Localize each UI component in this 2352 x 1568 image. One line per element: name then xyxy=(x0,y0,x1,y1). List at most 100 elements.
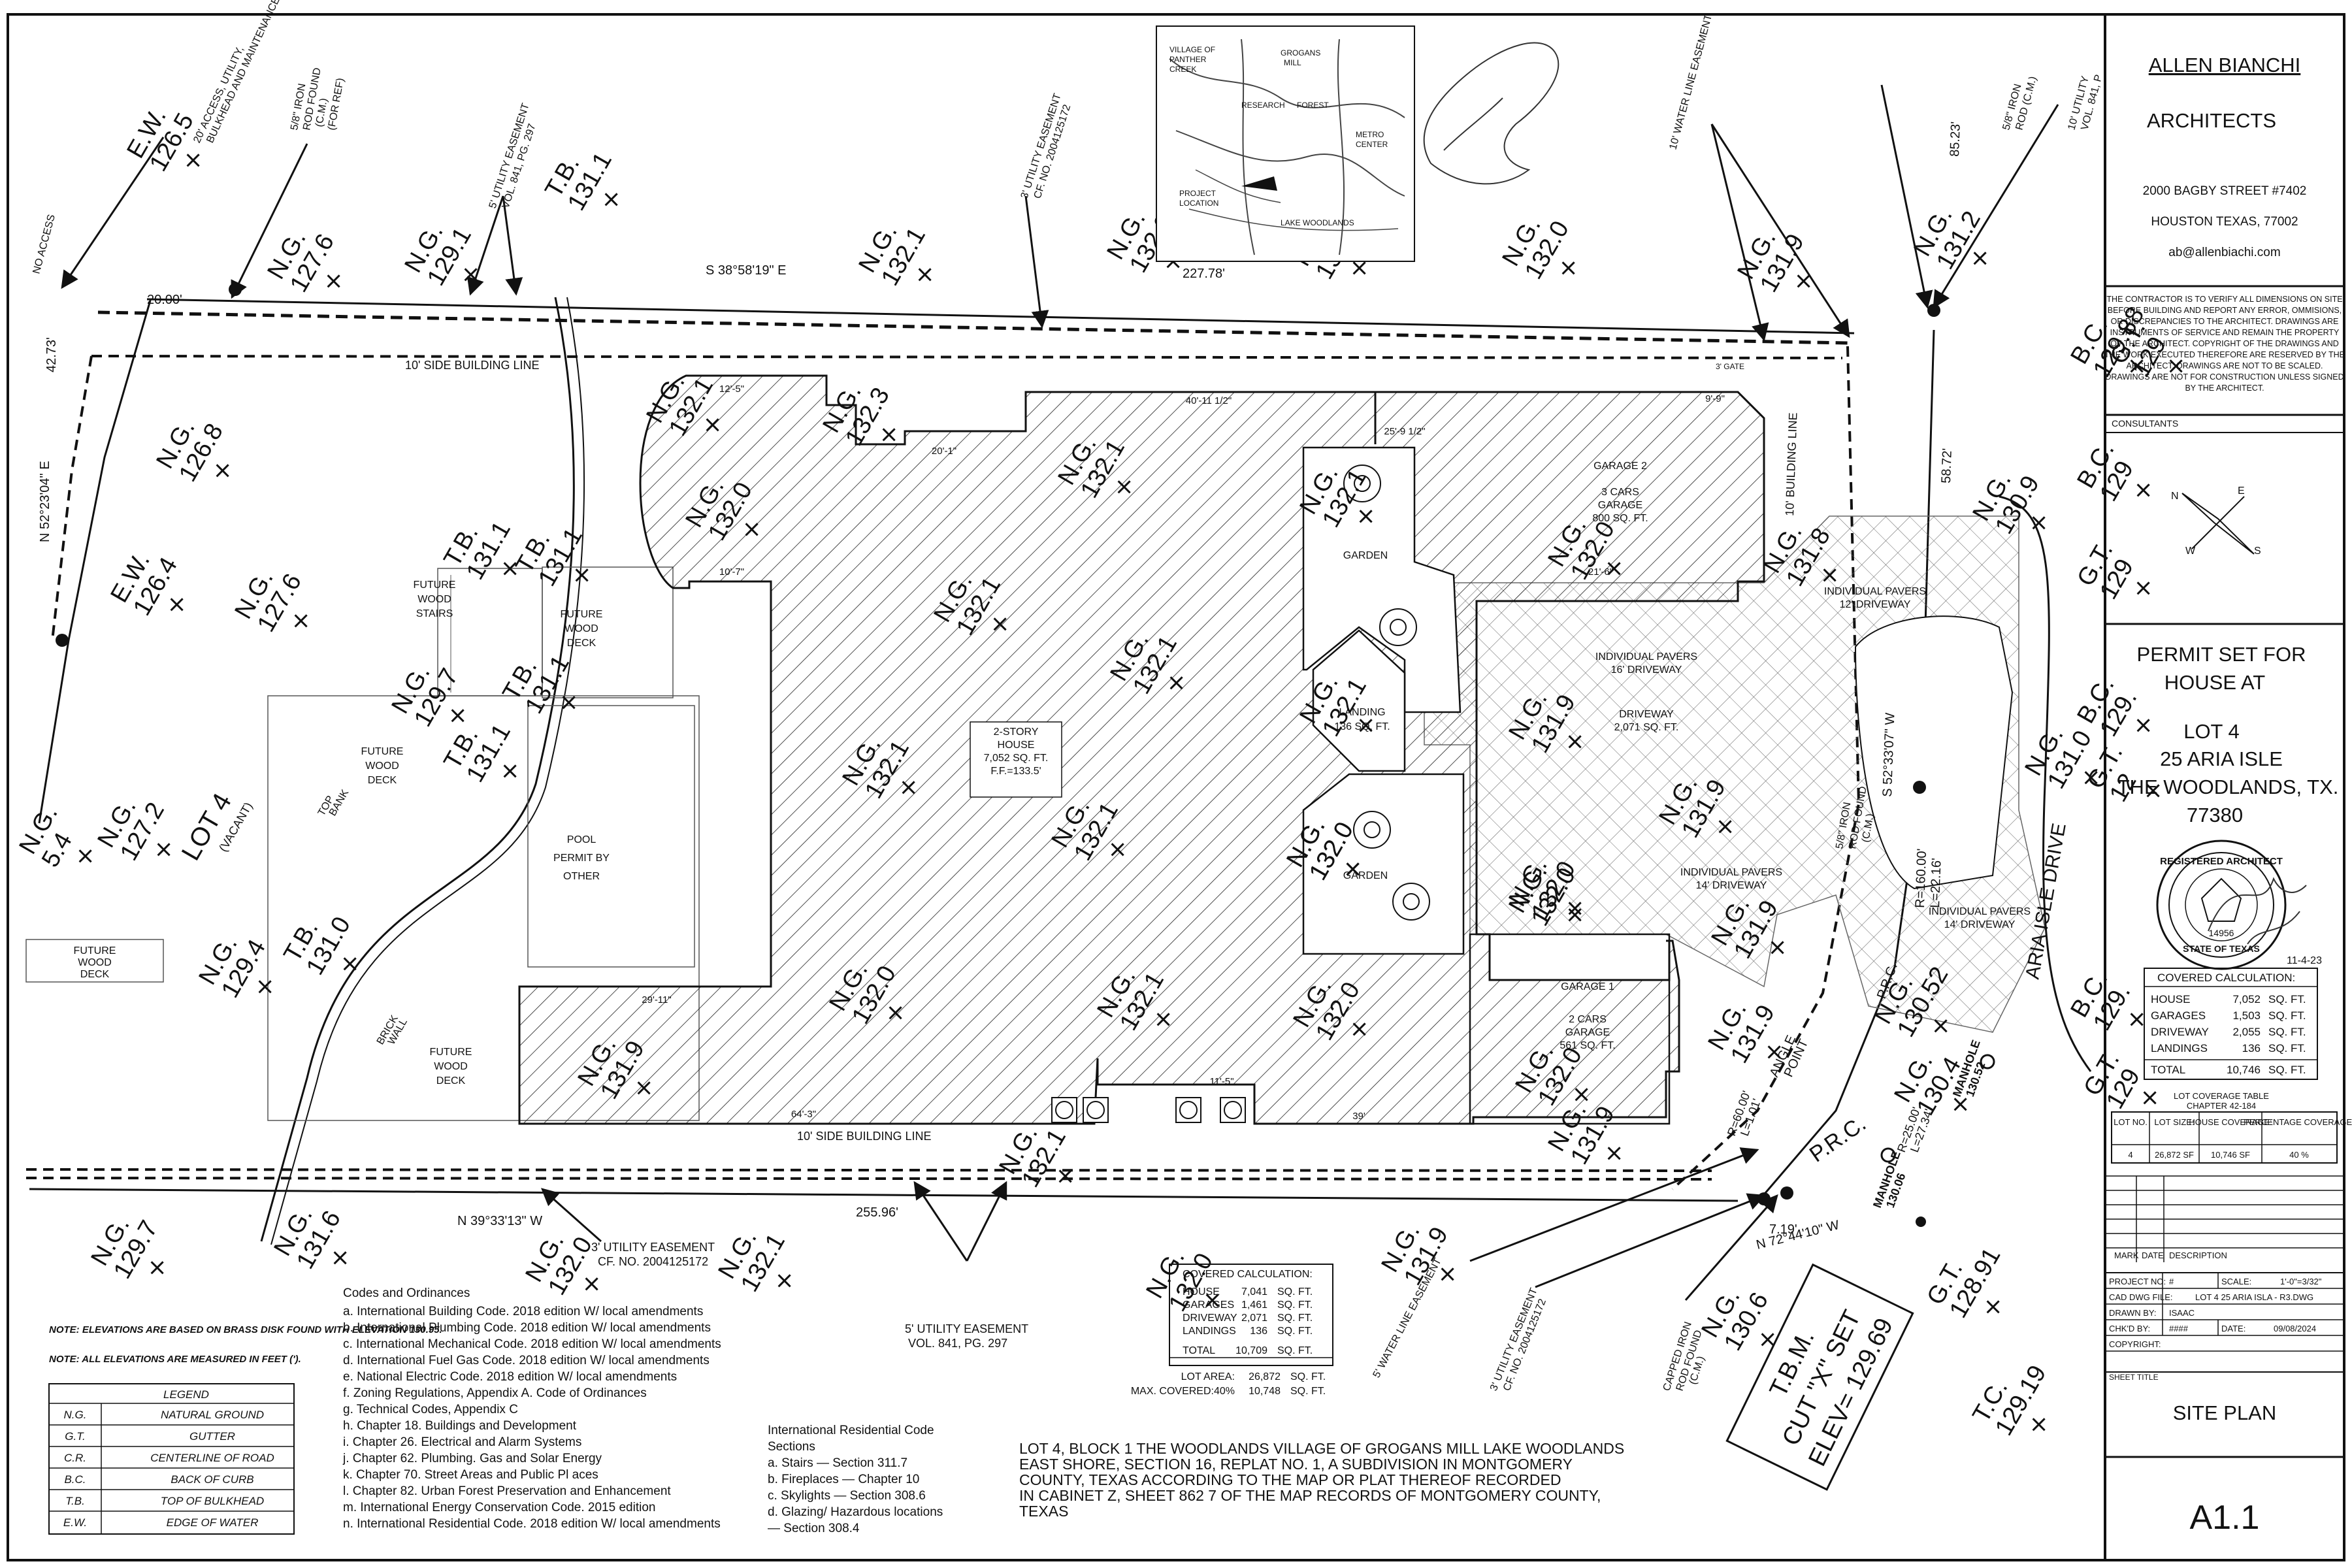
subdivision-key-map xyxy=(1423,42,1560,185)
vicinity-map-frame xyxy=(1156,25,1415,262)
lc-v1: 4 xyxy=(2128,1150,2132,1160)
pool-label-1: POOL xyxy=(567,834,596,845)
future-deck-left xyxy=(25,939,164,983)
deck1-label-3: DECK xyxy=(567,638,596,649)
spot-cross-icon xyxy=(1117,480,1131,494)
curve1-l: L=22.16' xyxy=(1928,858,1944,908)
code-item: f. Zoning Regulations, Appendix A. Code … xyxy=(343,1386,647,1400)
permit-line-2: HOUSE AT xyxy=(2164,671,2266,694)
top-bank-curve-2 xyxy=(270,297,585,1245)
garage1-label-1: GARAGE 1 xyxy=(1561,981,1614,992)
spot-cross-icon xyxy=(2084,771,2098,785)
driveway-label-3: DRIVEWAY xyxy=(1619,709,1674,720)
house-label-1: 2-STORY xyxy=(994,727,1039,738)
revision-grid xyxy=(2105,1175,2344,1262)
spot-cross-icon xyxy=(575,568,589,582)
vicinity-label-12: LAKE WOODLANDS xyxy=(1281,218,1354,227)
garage2-label-3: GARAGE xyxy=(1598,500,1642,511)
prc-1: P.R.C. xyxy=(1805,1111,1870,1168)
legal-line: TEXAS xyxy=(1019,1503,1068,1520)
garden-bottom xyxy=(1302,773,1465,955)
spot-cross-icon xyxy=(993,617,1007,631)
firm-email[interactable]: ab@allenbiachi.com xyxy=(2168,246,2280,259)
covered-label: LANDINGS xyxy=(2151,1042,2208,1054)
disclaimer-line: OF THE ARCHITECT. COPYRIGHT OF THE DRAWI… xyxy=(2110,339,2339,348)
title-block: ALLEN BIANCHI ARCHITECTS 2000 BAGBY STRE… xyxy=(2104,54,2352,1537)
pi-drawn: ISAAC xyxy=(2169,1308,2195,1318)
sheet-title: SITE PLAN xyxy=(2173,1401,2277,1424)
spot-cross-icon xyxy=(1568,735,1582,749)
irc-block: International Residential Code Sectionsa… xyxy=(768,1424,943,1535)
spot-cross-icon xyxy=(918,268,932,282)
spot-cross-icon xyxy=(1169,676,1183,690)
room-labels: 2-STORY HOUSE 7,052 SQ. FT. F.F.=133.5' … xyxy=(74,362,2031,1086)
deck1-label-1: FUTURE xyxy=(561,609,603,620)
house-label-box xyxy=(970,721,1062,798)
dist-right: 58.72' xyxy=(1939,448,1955,484)
spot-cross-icon xyxy=(1575,1088,1588,1102)
lot-coverage-frame xyxy=(2111,1111,2338,1164)
dim-11: 12'-5" xyxy=(719,384,744,395)
spot-cross-icon xyxy=(1352,1022,1366,1036)
site-calc-unit: SQ. FT. xyxy=(1277,1299,1313,1311)
spot-cross-icon xyxy=(343,957,357,971)
irc-item: — Section 308.4 xyxy=(768,1522,860,1535)
elevation-spot: N.G.127.2 xyxy=(92,794,171,866)
pi-project: # xyxy=(2169,1277,2174,1286)
garden-top-label: GARDEN xyxy=(1343,550,1388,561)
spot-cross-icon xyxy=(258,980,272,994)
legend-frame xyxy=(48,1383,295,1535)
spot-cross-icon xyxy=(186,154,200,167)
spot-cross-icon xyxy=(902,781,915,794)
disclaimer-line: INSTRUMENTS OF SERVICE AND REMAIN THE PR… xyxy=(2110,328,2340,337)
pavers12-2: 12' DRIVEWAY xyxy=(1840,599,1911,610)
code-item: k. Chapter 70. Street Areas and Public P… xyxy=(343,1468,598,1482)
spot-cross-icon xyxy=(1718,820,1732,834)
dim-4: 29'-11" xyxy=(642,994,671,1005)
notes-block: NOTE: ELEVATIONS ARE BASED ON BRASS DISK… xyxy=(49,1324,442,1365)
landing-label-2: 136 SQ. FT. xyxy=(1334,721,1390,732)
spot-cross-icon xyxy=(1568,908,1582,922)
site-calc-label: LANDINGS xyxy=(1183,1326,1236,1337)
elevation-spot: N.G.127.6 xyxy=(229,566,308,637)
spot-cross-icon xyxy=(1561,261,1575,275)
elevation-spot: E.W.126.4 xyxy=(105,548,184,621)
vicinity-label-4: GROGANS xyxy=(1281,48,1320,57)
codes-title: Codes and Ordinances xyxy=(343,1286,470,1300)
pool xyxy=(527,705,695,968)
site-calc-value: 136 xyxy=(1250,1326,1267,1337)
irc-item: a. Stairs — Section 311.7 xyxy=(768,1456,907,1470)
site-lot-area-label: LOT AREA: xyxy=(1181,1371,1235,1382)
spot-cross-icon xyxy=(2136,581,2150,595)
gate-label: 3' GATE xyxy=(1716,362,1744,371)
spot-cross-icon xyxy=(1346,862,1360,876)
legend-desc: TOP OF BULKHEAD xyxy=(161,1495,264,1507)
spot-cross-icon xyxy=(1973,252,1987,265)
seal-top: REGISTERED ARCHITECT xyxy=(2160,856,2283,867)
driveway-label-4: 2,071 SQ. FT. xyxy=(1614,722,1679,733)
spot-cross-icon xyxy=(604,193,618,206)
vicinity-label-6: FOREST xyxy=(1297,101,1329,110)
site-lot-area-val: 26,872 xyxy=(1249,1371,1281,1382)
spot-cross-icon xyxy=(2130,1013,2144,1026)
spot-cross-icon xyxy=(562,696,576,710)
spot-cross-icon xyxy=(1058,1169,1072,1183)
deck3-label-1: FUTURE xyxy=(430,1047,472,1058)
spot-cross-icon xyxy=(2136,719,2150,732)
tree-icons xyxy=(1343,465,1430,921)
legend-table: LEGEND N.G.NATURAL GROUNDG.T.GUTTERC.R.C… xyxy=(48,1383,295,1535)
covered-unit: SQ. FT. xyxy=(2268,993,2306,1005)
spot-cross-icon xyxy=(2130,359,2144,373)
spot-cross-icon xyxy=(2143,1091,2157,1105)
firm-address-2: HOUSTON TEXAS, 77002 xyxy=(2151,215,2298,229)
lc-h2: LOT SIZE: xyxy=(2154,1117,2194,1127)
spot-cross-icon xyxy=(78,849,92,863)
firm-name[interactable]: ALLEN BIANCHI xyxy=(2149,54,2301,76)
setback-bottom xyxy=(25,1168,1712,1172)
garage2-label-1: GARAGE 2 xyxy=(1593,461,1647,472)
deck3-label-2: WOOD xyxy=(434,1061,468,1072)
irc-item: c. Skylights — Section 308.6 xyxy=(768,1489,926,1503)
pi-date: 09/08/2024 xyxy=(2274,1324,2316,1333)
deck4-label-2: WOOD xyxy=(78,957,112,968)
